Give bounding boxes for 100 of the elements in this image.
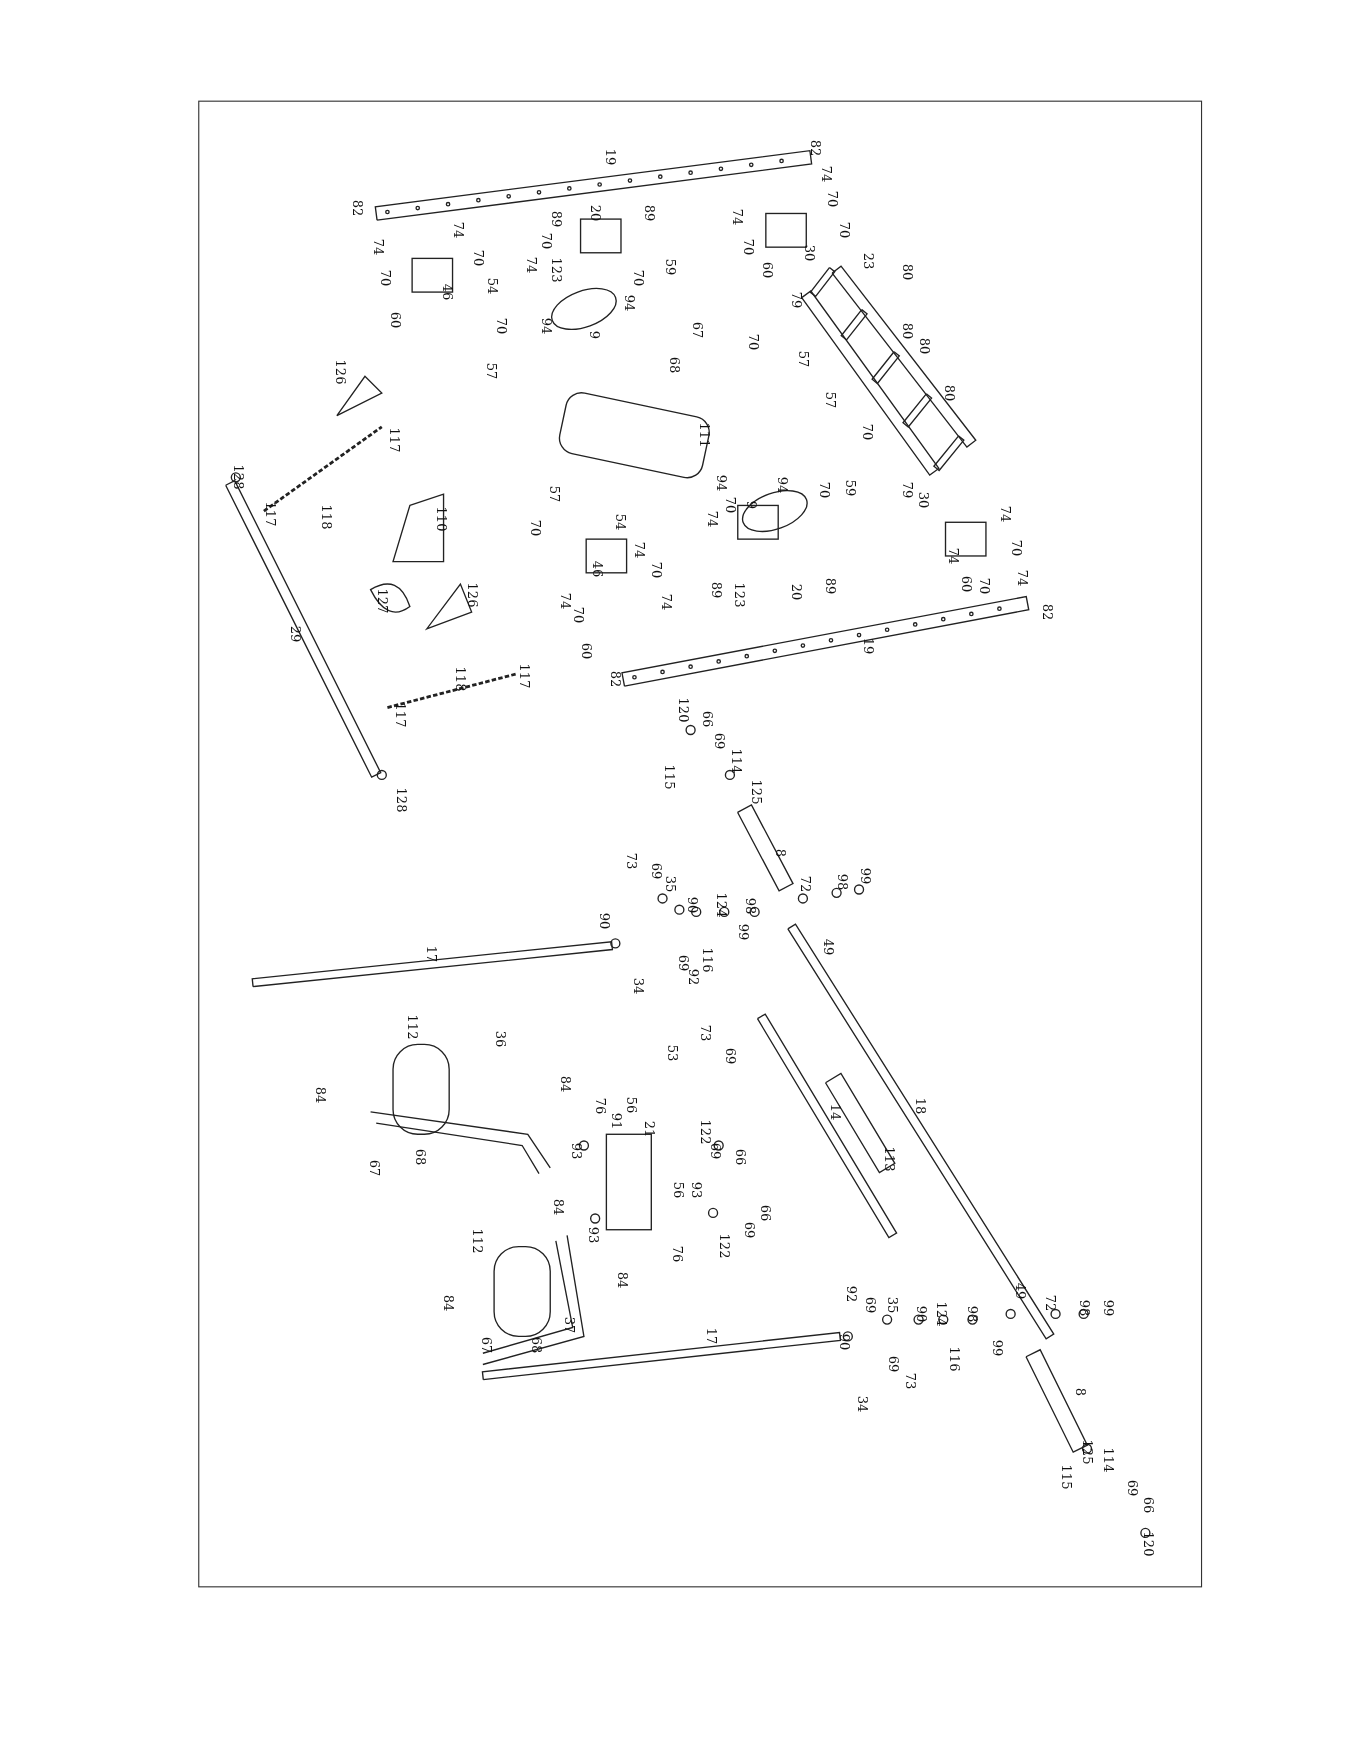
- callout-number: 20: [588, 205, 602, 222]
- callout-number: 70: [817, 481, 831, 498]
- callout-number: 70: [825, 190, 839, 207]
- callout-number: 74: [705, 510, 719, 528]
- callout-number: 30: [802, 244, 815, 261]
- callout-number: 49: [1013, 1283, 1027, 1300]
- callout-number: 67: [479, 1337, 493, 1354]
- callout-number: 70: [494, 317, 508, 334]
- callout-number: 69: [1125, 1479, 1139, 1497]
- callout-number: 79: [789, 291, 803, 309]
- callout-number: 80: [900, 323, 914, 340]
- callout-number: 70: [471, 250, 485, 267]
- callout-number: 70: [723, 497, 737, 514]
- callout-number: 49: [821, 938, 835, 955]
- callout-number: 116: [948, 1346, 961, 1372]
- callout-number: 59: [663, 259, 677, 276]
- callout-number: 84: [313, 1086, 327, 1104]
- callout-number: 8: [773, 849, 787, 858]
- callout-number: 69: [742, 1221, 756, 1238]
- callout-number: 84: [615, 1271, 629, 1289]
- callout-number: 117: [517, 663, 531, 689]
- callout-number: 34: [631, 977, 645, 995]
- callout-number: 73: [624, 853, 638, 870]
- callout-number: 68: [413, 1148, 427, 1165]
- callout-number: 69: [712, 732, 726, 750]
- callout-number: 113: [882, 1146, 896, 1172]
- callout-number: 29: [288, 626, 302, 643]
- callout-number: 66: [700, 710, 714, 727]
- callout-number: 18: [913, 1097, 927, 1115]
- callout-number: 66: [758, 1204, 772, 1222]
- callout-number: 70: [378, 270, 392, 287]
- callout-number: 92: [844, 1285, 858, 1302]
- callout-number: 115: [1059, 1464, 1073, 1490]
- callout-number: 125: [1080, 1439, 1094, 1465]
- callout-number: 117: [387, 427, 401, 453]
- callout-number: 93: [586, 1226, 600, 1244]
- callout-number: 84: [558, 1075, 572, 1092]
- callout-number: 36: [493, 1030, 507, 1047]
- callout-number: 82: [350, 199, 364, 216]
- callout-number: 117: [263, 501, 276, 527]
- callout-number: 66: [733, 1148, 747, 1165]
- callout-number: 73: [698, 1024, 712, 1042]
- callout-number: 120: [676, 697, 690, 723]
- callout-number: 74: [730, 208, 744, 225]
- callout-number: 115: [662, 764, 676, 790]
- callout-number: 9: [587, 330, 601, 339]
- callout-number: 123: [732, 582, 746, 608]
- callout-number: 70: [649, 562, 663, 579]
- callout-number: 35: [885, 1296, 899, 1314]
- callout-number: 69: [863, 1296, 877, 1314]
- callout-number: 98: [965, 1305, 979, 1323]
- callout-number: 57: [796, 351, 810, 368]
- callout-number: 126: [465, 582, 479, 608]
- callout-number: 8: [1073, 1388, 1087, 1397]
- callout-number: 74: [659, 593, 673, 611]
- callout-number: 57: [547, 485, 561, 503]
- callout-number: 94: [775, 476, 789, 494]
- callout-number: 34: [855, 1395, 869, 1412]
- callout-number: 112: [405, 1015, 419, 1040]
- callout-number: 69: [723, 1047, 737, 1064]
- callout-number: 23: [861, 252, 875, 269]
- callout-number: 94: [622, 294, 636, 312]
- callout-number: 60: [579, 643, 593, 660]
- callout-number: 70: [1009, 539, 1023, 557]
- callout-number: 17: [424, 946, 438, 963]
- callout-number: 70: [741, 238, 755, 256]
- callout-number: 46: [590, 561, 604, 578]
- callout-number: 68: [667, 356, 681, 374]
- callout-number: 72: [798, 875, 812, 892]
- callout-number: 57: [823, 391, 837, 409]
- callout-number: 80: [900, 263, 914, 280]
- callout-number: 123: [549, 257, 563, 282]
- callout-number: 70: [977, 577, 991, 595]
- callout-number: 74: [632, 541, 646, 559]
- callout-number: 112: [470, 1228, 484, 1254]
- callout-number: 69: [649, 863, 663, 880]
- callout-number: 117: [393, 702, 407, 728]
- callout-number: 89: [709, 581, 723, 598]
- callout-number: 67: [690, 321, 704, 339]
- callout-number: 74: [558, 592, 572, 610]
- callout-number: 99: [736, 923, 750, 941]
- callout-number: 74: [1015, 570, 1029, 587]
- callout-number: 70: [571, 607, 585, 624]
- callout-number: 124: [714, 892, 728, 918]
- callout-number: 59: [843, 480, 857, 497]
- callout-number: 90: [597, 912, 611, 930]
- callout-number: 114: [729, 748, 742, 774]
- callout-number: 54: [485, 278, 499, 295]
- callout-number: 122: [698, 1119, 712, 1145]
- callout-number: 68: [529, 1337, 543, 1354]
- callout-number: 124: [934, 1301, 948, 1327]
- callout-number: 98: [835, 873, 849, 890]
- callout-number: 76: [593, 1097, 607, 1115]
- callout-number: 60: [760, 261, 774, 278]
- callout-number: 74: [946, 547, 960, 565]
- callout-number: 84: [551, 1198, 565, 1216]
- callout-number: 20: [789, 583, 803, 601]
- callout-number: 37: [562, 1316, 576, 1334]
- callout-number: 89: [823, 577, 837, 595]
- callout-number: 89: [642, 205, 656, 222]
